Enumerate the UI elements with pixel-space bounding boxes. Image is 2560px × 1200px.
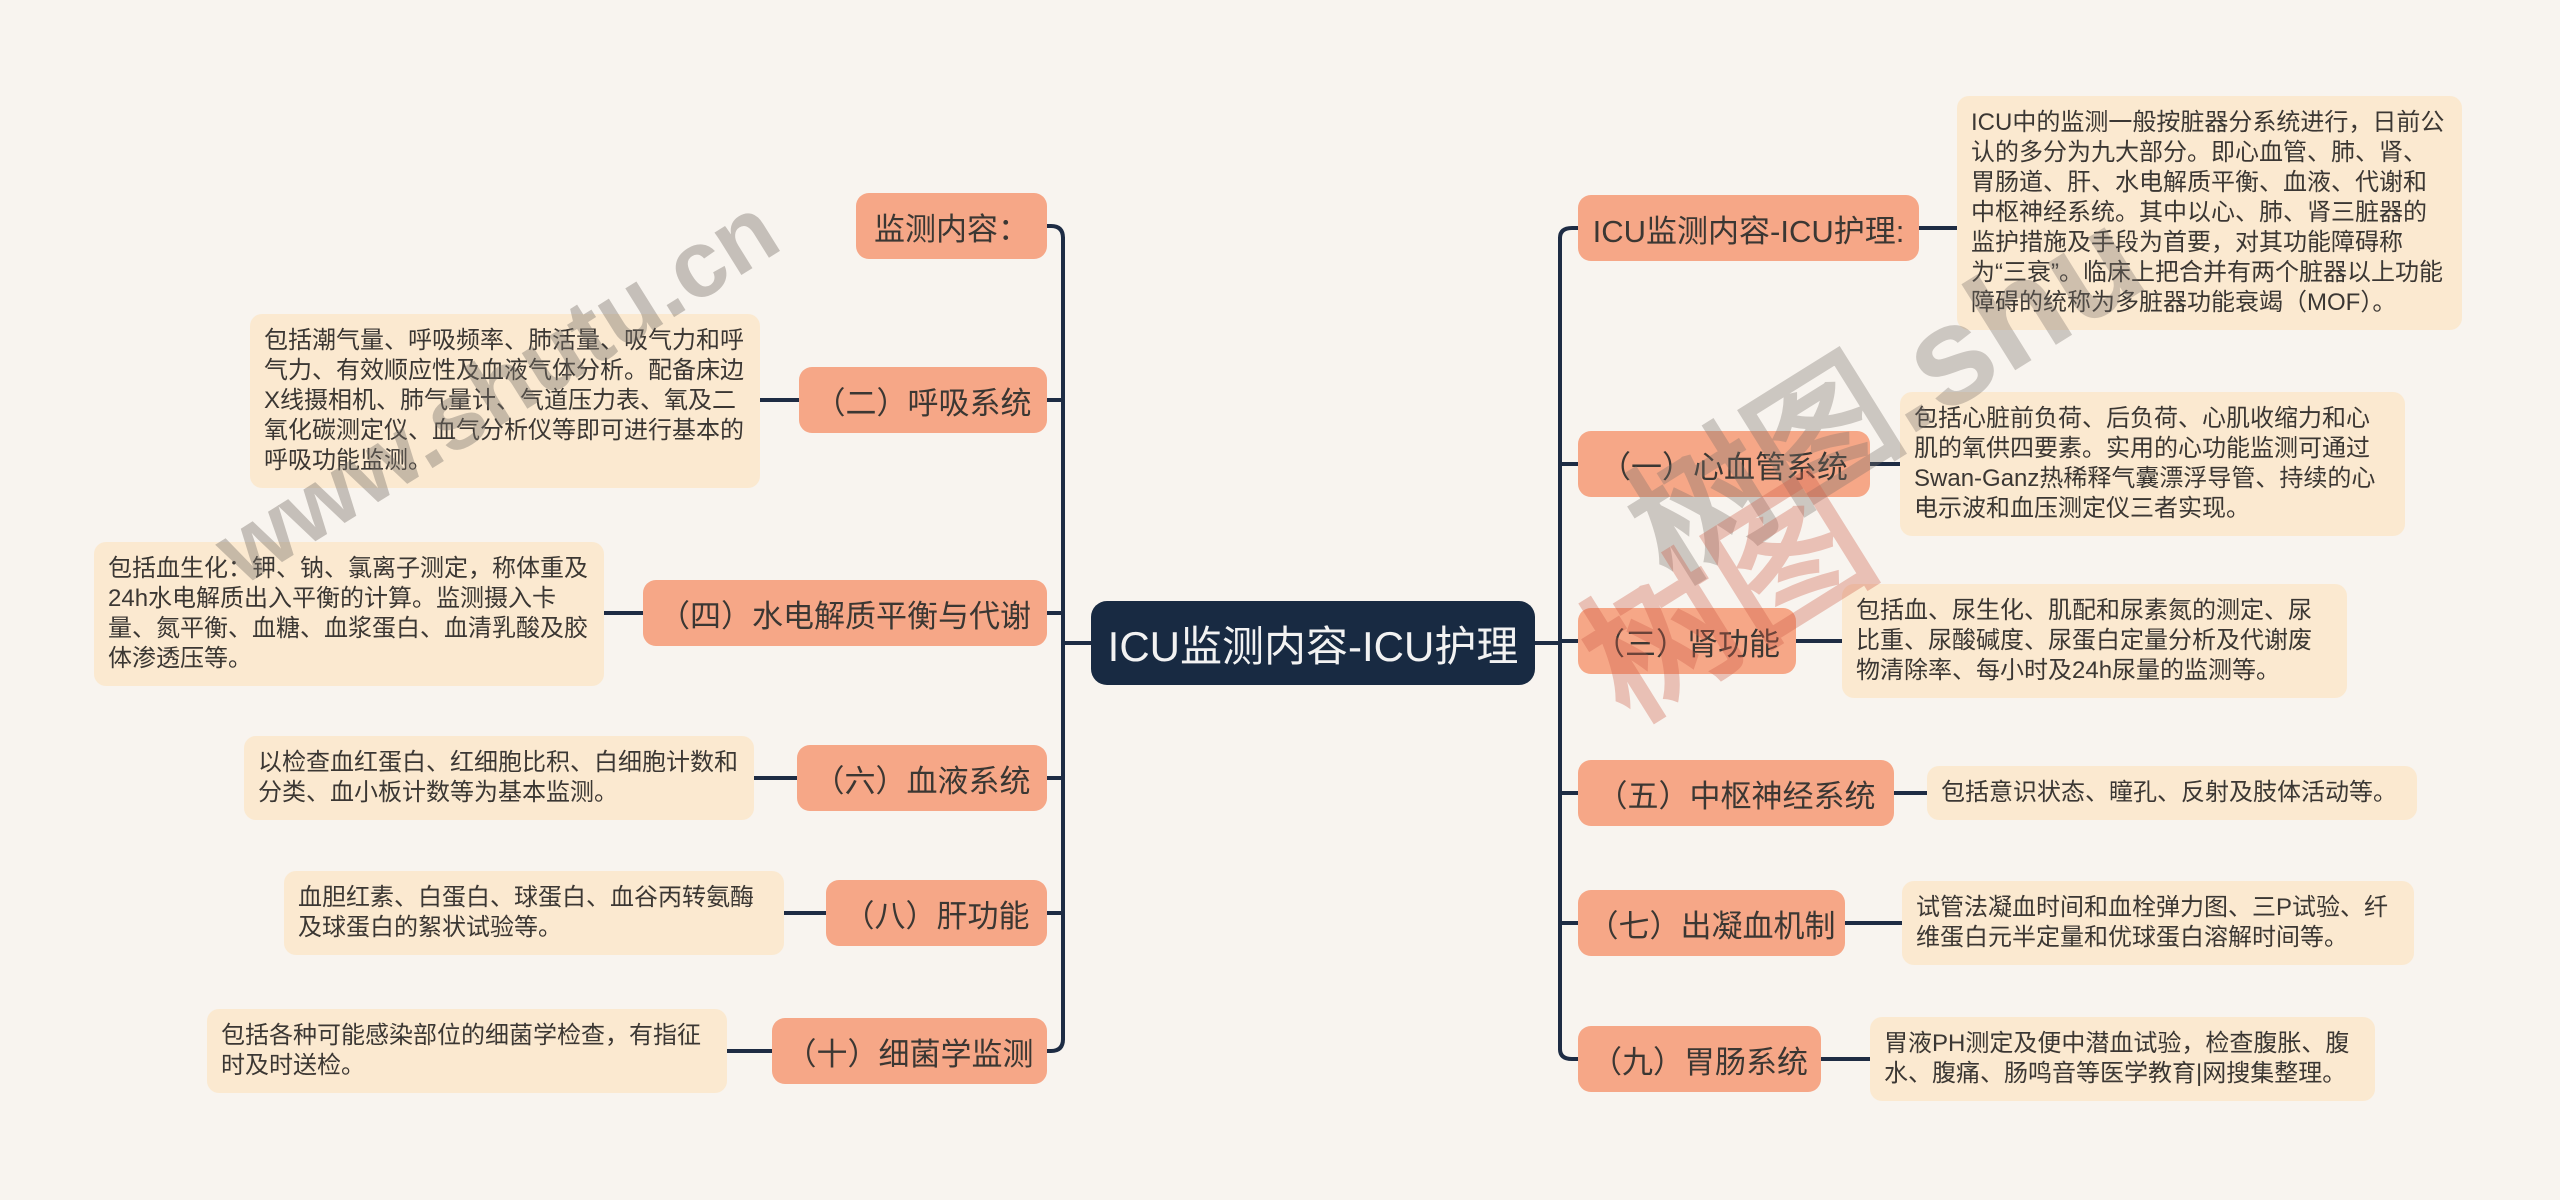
node-coagulation: （七）出凝血机制	[1578, 890, 1845, 956]
node-gastrointestinal-system: （九）胃肠系统	[1578, 1026, 1821, 1092]
node-renal-function: （三）肾功能	[1578, 608, 1796, 674]
node-cardiovascular-system: （一）心血管系统	[1578, 431, 1870, 497]
desc-renal-function: 包括血、尿生化、肌配和尿素氮的测定、尿比重、尿酸碱度、尿蛋白定量分析及代谢废物清…	[1842, 584, 2347, 698]
desc-blood-system: 以检查血红蛋白、红细胞比积、白细胞计数和分类、血小板计数等为基本监测。	[244, 736, 754, 820]
left-top-curve	[1045, 224, 1065, 240]
desc-cardiovascular-system: 包括心脏前负荷、后负荷、心肌收缩力和心肌的氧供四要素。实用的心功能监测可通过Sw…	[1900, 392, 2405, 536]
center-topic: ICU监测内容-ICU护理	[1091, 601, 1535, 685]
desc-icu-overview: ICU中的监测一般按脏器分系统进行，日前公认的多分为九大部分。即心血管、肺、肾、…	[1957, 96, 2462, 330]
desc-gastrointestinal-system: 胃液PH测定及便中潜血试验，检查腹胀、腹水、腹痛、肠鸣音等医学教育|网搜集整理。	[1870, 1017, 2375, 1101]
desc-coagulation: 试管法凝血时间和血栓弹力图、三P试验、纤维蛋白元半定量和优球蛋白溶解时间等。	[1902, 881, 2414, 965]
left-bottom-curve	[1045, 1037, 1065, 1053]
node-icu-header: ICU监测内容-ICU护理:	[1578, 195, 1919, 261]
desc-water-electrolyte: 包括血生化：钾、钠、氯离子测定，称体重及24h水电解质出入平衡的计算。监测摄入卡…	[94, 542, 604, 686]
node-monitor-content: 监测内容：	[856, 193, 1047, 259]
node-respiratory-system: （二）呼吸系统	[799, 367, 1047, 433]
node-water-electrolyte: （四）水电解质平衡与代谢	[643, 580, 1047, 646]
desc-bacteriology: 包括各种可能感染部位的细菌学检查，有指征时及时送检。	[207, 1009, 727, 1093]
node-liver-function: （八）肝功能	[826, 880, 1047, 946]
node-blood-system: （六）血液系统	[797, 745, 1047, 811]
node-central-nervous-system: （五）中枢神经系统	[1578, 760, 1894, 826]
desc-respiratory-system: 包括潮气量、呼吸频率、肺活量、吸气力和呼气力、有效顺应性及血液气体分析。配备床边…	[250, 314, 760, 488]
desc-central-nervous-system: 包括意识状态、瞳孔、反射及肢体活动等。	[1927, 766, 2417, 820]
desc-liver-function: 血胆红素、白蛋白、球蛋白、血谷丙转氨酶及球蛋白的絮状试验等。	[284, 871, 784, 955]
right-bottom-curve	[1558, 1047, 1580, 1061]
node-bacteriology: （十）细菌学监测	[772, 1018, 1047, 1084]
right-top-curve	[1558, 226, 1580, 240]
